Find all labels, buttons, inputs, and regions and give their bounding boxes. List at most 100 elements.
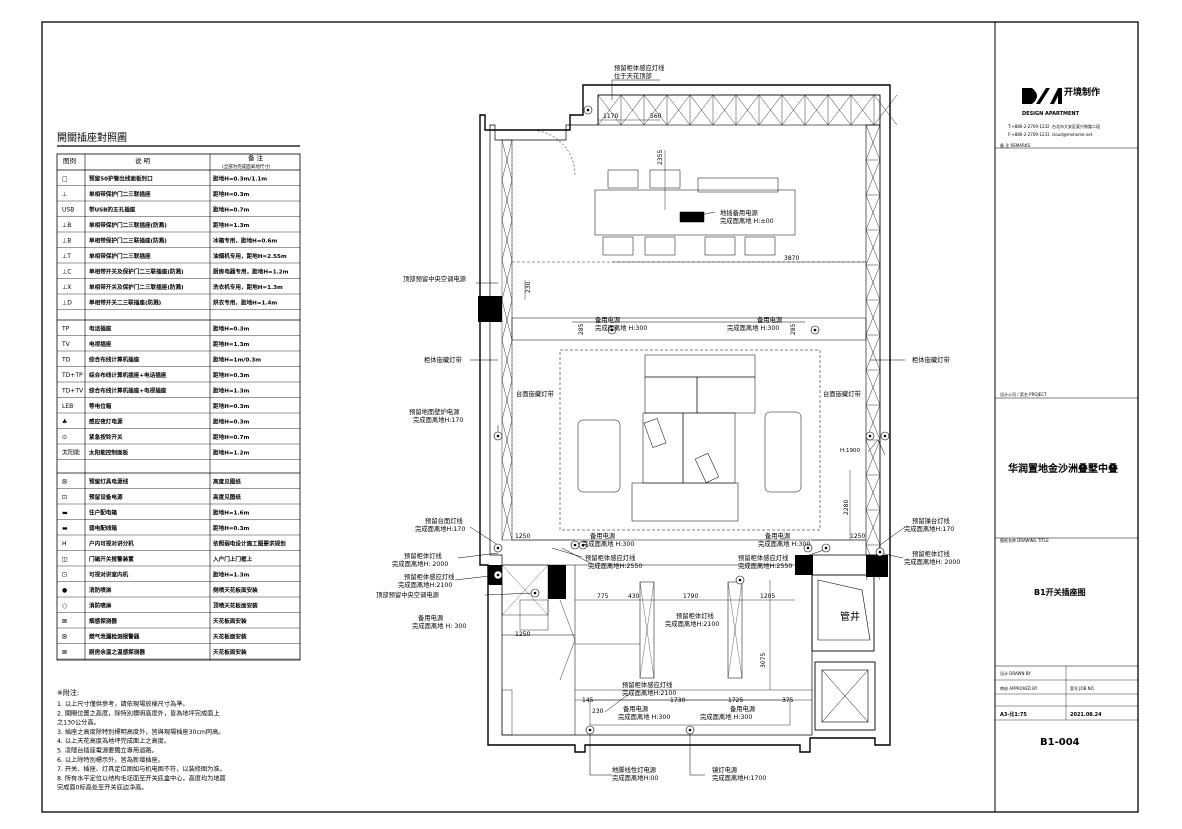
legend-head-desc: 说 明 [135, 156, 151, 165]
dim-1170: 1170 [603, 113, 618, 120]
legend-icon: ⊥ [62, 191, 67, 198]
dim-775: 775 [597, 593, 609, 600]
dim-1790: 1790 [683, 593, 698, 600]
label-spare-mid-2: 完成面离地 H:300 [582, 539, 634, 548]
dim-3075: 3075 [760, 653, 767, 668]
legend-icon: H [62, 541, 67, 548]
drawn-label: 设计 DRAWN BY [1000, 670, 1031, 676]
legend-desc: 单相带开关及保护门二三联插座(防溅) [89, 268, 184, 276]
legend-remark: 天花板面安装 [213, 633, 247, 641]
label-cab-l2-2: 完成面离地H:2100 [398, 580, 452, 589]
label-cab-s2-2: 完成面离地H:2550 [738, 561, 792, 570]
label-spare-a-2: 完成面离地 H:300 [595, 323, 647, 332]
legend-desc: 户内可视对讲分机 [89, 540, 134, 548]
drawing-title: B1开关插座图 [1034, 587, 1086, 597]
legend-icon: ⊥C [62, 269, 71, 276]
dim-2355: 2355 [657, 150, 664, 165]
legend-remark: 冰箱专用，距地H=0.6m [213, 237, 277, 245]
legend-desc: 烟感探测器 [89, 617, 117, 625]
legend-desc: 预留50护管出线面板封口 [89, 175, 153, 183]
legend-remark: 天花板面安装 [213, 648, 247, 656]
floor-plan [454, 79, 906, 776]
label-cab-s1: 预留柜体感应灯线 [585, 553, 636, 562]
legend-remark: 距地H=1m/0.3m [213, 356, 261, 364]
label-cab-r1: 预留柜体灯线 [912, 549, 950, 558]
legend-icon: ⊥T [62, 253, 71, 260]
legend-desc: 综合布线计算机插座 [89, 356, 140, 364]
note-line: 2. 開關位置之高度，除特別標明高度外，皆為地坪完成面上 [57, 709, 220, 717]
label-counter-l: 预留台面灯线 [425, 516, 463, 525]
legend-desc: 消防喷淋 [89, 602, 112, 610]
label-mirror-2: 完成面离地H:1700 [712, 773, 766, 782]
legend-desc: 单相带开关及保护门二三联插座(防溅) [89, 283, 184, 291]
dim-230: 230 [525, 281, 532, 293]
label-spare-low-2: 完成面离地 H: 300 [412, 621, 466, 630]
legend-head-remark: 备 注 [248, 153, 264, 162]
drawing-number: B1-004 [1040, 737, 1080, 748]
legend-remark: 距地H=1.3m [213, 340, 249, 348]
legend-remark: 依照弱电设计施工图要求规划 [213, 540, 286, 548]
legend-desc: 单相带保护门二三联插座(防溅) [89, 237, 167, 245]
legend-desc: 紧急按铃开关 [89, 433, 123, 441]
dim-1725: 1725 [728, 697, 743, 704]
dim-1250c: 1250 [515, 631, 530, 638]
brand-logo [1022, 88, 1062, 104]
dim-230b: 230 [592, 708, 604, 715]
label-spare-mid2-2: 完成面离地 H:300 [758, 539, 810, 548]
label-h1900: H:1900 [840, 448, 860, 454]
legend-desc: 感应夜灯电源 [89, 418, 123, 426]
legend-remark: 厨房电器专用，距地H=1.2m [213, 268, 289, 276]
note-line: 4. 以上天花高度為地坪完成面上之高度。 [57, 737, 170, 745]
label-spare-mid2: 备用电源 [765, 531, 791, 540]
label-wall-lamp-2: 完成面离地H:170 [413, 415, 463, 424]
dim-3870: 3870 [784, 255, 799, 262]
legend-desc: 门磁开关报警装置 [89, 555, 134, 563]
label-spare-bot-2: 完成面离地 H:300 [618, 712, 670, 721]
label-foot-light: 地脚线性灯电源 [612, 765, 657, 774]
legend-desc: 单相带保护门二三联插座 [89, 190, 151, 198]
legend-icon: ⊙ [62, 434, 67, 441]
legend-desc: 电视插座 [89, 340, 112, 348]
legend-desc: 带USB的五孔插座 [89, 206, 136, 214]
legend-remark: 距地H=0.3m [213, 402, 249, 410]
legend-icon: USB [62, 207, 74, 214]
label-foot-light-2: 完成面离地H:00 [612, 773, 658, 782]
note-line: 5. 凌隱台插座電源要獨立專用迴路。 [57, 747, 158, 755]
legend-remark: 距地H=0.3m/1.1m [213, 175, 267, 183]
title-block: 开境制作 DESIGN APARTMENT T:+886-2-2709-1232… [995, 86, 1138, 748]
legend-remark: 距地H=1.6m [213, 509, 249, 517]
legend-remark: 距地H=0.3m [213, 190, 249, 198]
scale: A3-比1:75 [1000, 711, 1027, 718]
legend-icon: TD+TV [61, 388, 84, 395]
label-cab-mid2-2: 完成面离地H:2100 [622, 688, 676, 697]
legend-remark: 天花板面安装 [213, 617, 247, 625]
legend-icon: ⊥B [62, 222, 71, 229]
legend-desc: 预留灯具电源线 [89, 478, 129, 486]
label-ac-power-mid: 顶部预留中央空调电源 [376, 590, 440, 599]
label-cab-mid2: 预留柜体感应灯线 [622, 680, 673, 689]
legend-remark: 侧喷天花板面安装 [213, 586, 258, 594]
legend-desc: 燃气泄漏检测报警器 [89, 633, 140, 641]
tel: T:+886-2-2709-1232 [1007, 124, 1050, 129]
legend-desc: 综合布线计算机插座+电话插座 [89, 371, 167, 379]
label-spare-bot: 备用电源 [623, 704, 649, 713]
address: 台北市大安区复兴南路二段 [1052, 123, 1100, 129]
legend-head-remark-sub: (全部为完成面离地尺寸) [222, 163, 271, 170]
legend-head-icon: 图例 [63, 156, 76, 165]
legend-remark: 距地H=1.3m [213, 387, 249, 395]
dim-430: 430 [628, 593, 640, 600]
label-spare-bot2: 备用电源 [730, 704, 756, 713]
dim-285a: 285 [578, 323, 585, 335]
dim-1205: 1205 [760, 593, 775, 600]
legend-icon: TD+TP [61, 372, 83, 379]
legend-remark: 距地H=0.3m [213, 325, 249, 333]
legend-desc: 综合布线计算机插座+电视插座 [89, 387, 167, 395]
label-cab-mid: 预留柜体灯线 [676, 611, 714, 620]
legend-remark: 距地H=0.3m [213, 524, 249, 532]
label-cab-strip-left: 柜体嵌藏灯带 [424, 355, 462, 364]
legend-icon: TD [61, 357, 71, 364]
plan-labels: 预留柜体感应灯线 位于天花顶部 地插备用电源 完成面离地 H:±00 顶部预留中… [376, 63, 960, 782]
legend-remark: 高度见图纸 [213, 493, 241, 501]
brand-en: DESIGN APARTMENT [1022, 111, 1080, 117]
legend-remark: 高度见图纸 [213, 478, 241, 486]
